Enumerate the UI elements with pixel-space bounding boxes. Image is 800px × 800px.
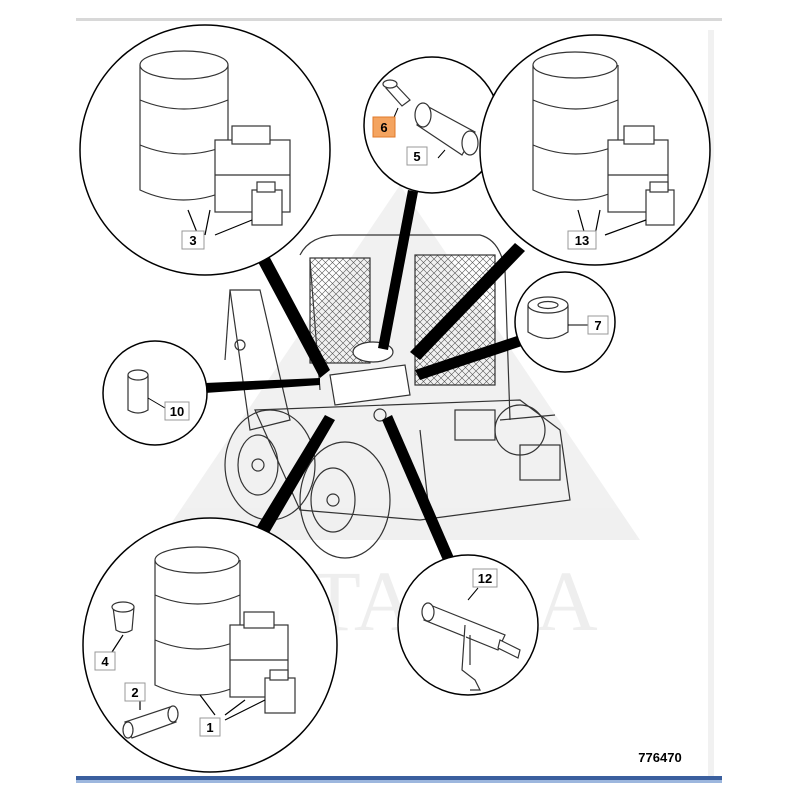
callout-circle-10: 10 bbox=[102, 340, 208, 446]
callout-circle-12: 12 bbox=[397, 554, 539, 696]
leader-5-6 bbox=[378, 190, 418, 350]
callout-circle-1-2-4: 4 2 1 bbox=[82, 517, 338, 773]
callout-circle-3: 3 bbox=[79, 24, 331, 276]
filter-cartridge-icon bbox=[122, 705, 179, 739]
callout-label-12: 12 bbox=[478, 571, 492, 586]
leader-10 bbox=[205, 378, 320, 393]
filter-cartridge-icon bbox=[414, 102, 479, 156]
callout-label-1: 1 bbox=[206, 720, 213, 735]
filter-cartridge-icon bbox=[111, 601, 135, 634]
callout-6-highlight bbox=[372, 116, 396, 138]
callout-label-4: 4 bbox=[101, 654, 109, 669]
callout-label-3: 3 bbox=[189, 233, 196, 248]
leader-12 bbox=[382, 415, 455, 565]
reference-number: 776470 bbox=[638, 750, 681, 765]
top-border bbox=[76, 18, 722, 21]
callout-label-2: 2 bbox=[131, 685, 138, 700]
callout-label-5: 5 bbox=[413, 149, 420, 164]
oil-drum-icon bbox=[139, 50, 229, 201]
oil-can-icon bbox=[645, 181, 675, 226]
oil-can-icon bbox=[264, 669, 296, 714]
spin-on-filter-icon bbox=[527, 296, 569, 340]
oil-drum-icon bbox=[154, 546, 241, 696]
oil-can-icon bbox=[251, 181, 283, 226]
oil-drum-icon bbox=[532, 51, 619, 201]
callout-label-6: 6 bbox=[380, 120, 387, 135]
scrollbar[interactable] bbox=[708, 30, 714, 776]
leader-7 bbox=[415, 335, 525, 380]
leader-lines bbox=[205, 190, 525, 565]
callout-label-13: 13 bbox=[575, 233, 589, 248]
filter-cartridge-icon bbox=[127, 369, 149, 414]
leader-13 bbox=[410, 243, 525, 360]
callout-label-10: 10 bbox=[170, 404, 184, 419]
grease-gun-icon bbox=[421, 602, 521, 691]
callout-circle-5-6: 6 5 bbox=[363, 56, 501, 194]
filter-cartridge-icon bbox=[382, 79, 411, 107]
callout-label-7: 7 bbox=[594, 318, 601, 333]
leader-3 bbox=[258, 254, 330, 378]
callout-circle-7: 7 bbox=[514, 271, 616, 373]
bottom-border-glow bbox=[76, 780, 722, 783]
wheel-front bbox=[299, 441, 391, 559]
leader-1 bbox=[255, 415, 335, 540]
bottom-border bbox=[76, 776, 722, 780]
callout-circle-13: 13 bbox=[479, 34, 711, 266]
